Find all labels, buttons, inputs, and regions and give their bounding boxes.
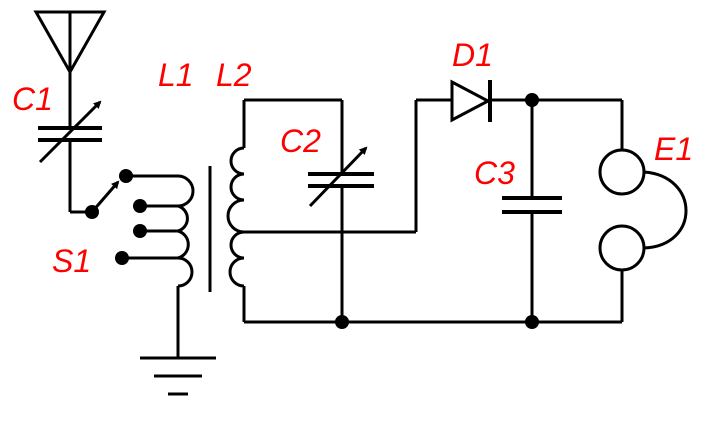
label-c2: C2 — [280, 123, 321, 159]
inductor-l1-symbol — [172, 174, 195, 358]
label-e1: E1 — [654, 131, 693, 167]
capacitor-c3-symbol — [502, 100, 562, 322]
junction-dot — [335, 315, 349, 329]
ground-symbol — [140, 356, 216, 396]
label-c1: C1 — [12, 81, 53, 117]
label-l1: L1 — [158, 57, 194, 93]
junction-dot — [525, 315, 539, 329]
label-s1: S1 — [52, 243, 91, 279]
junction-dot — [525, 93, 539, 107]
switch-s1-symbol — [85, 169, 178, 265]
diode-d1-symbol — [450, 79, 532, 123]
label-c3: C3 — [474, 155, 515, 191]
earphones-e1-symbol — [532, 98, 688, 322]
antenna-symbol — [33, 10, 107, 128]
earphone-bottom — [598, 224, 646, 272]
capacitor-c1-symbol — [38, 100, 102, 214]
capacitor-c2-symbol — [308, 100, 374, 322]
label-d1: D1 — [452, 37, 493, 73]
switch-contact-wiper — [85, 205, 99, 219]
label-l2: L2 — [216, 57, 252, 93]
earphone-top — [598, 148, 646, 196]
inductor-l2-symbol — [226, 98, 416, 322]
